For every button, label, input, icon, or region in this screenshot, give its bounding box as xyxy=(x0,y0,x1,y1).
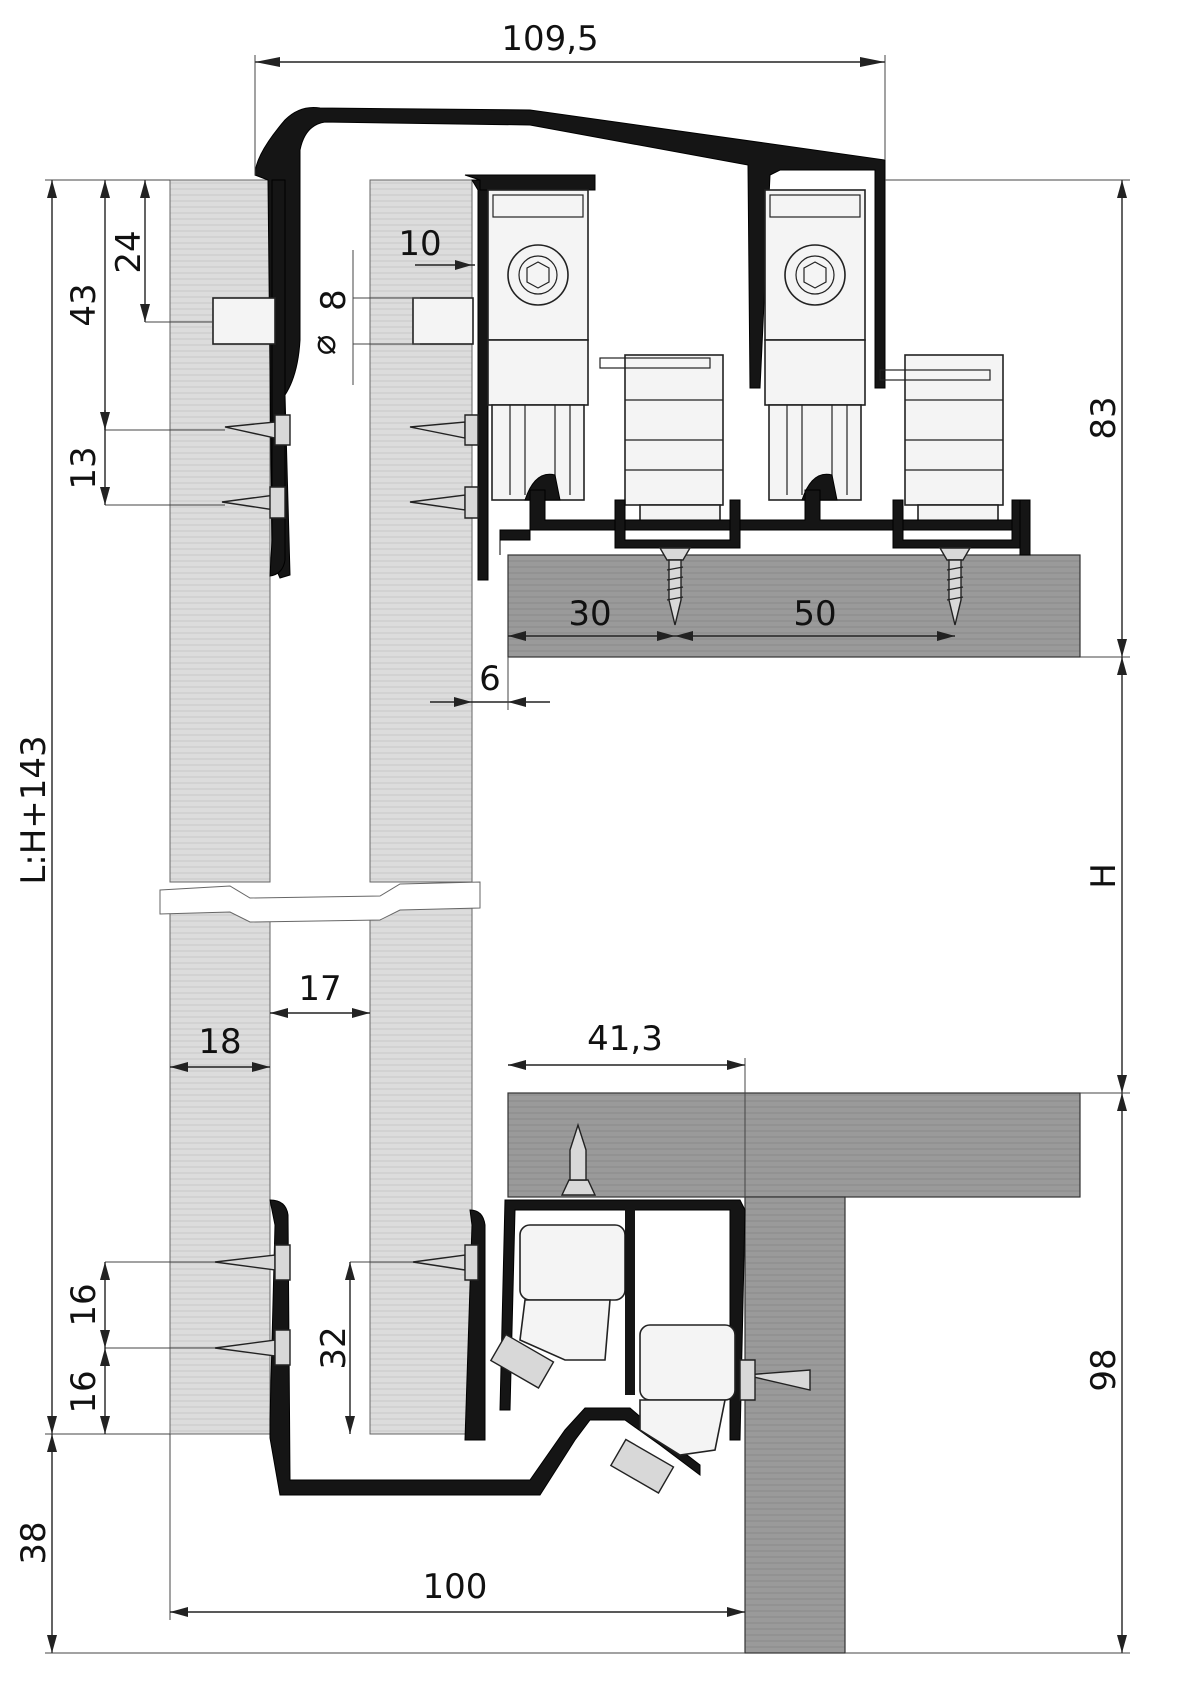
outer-door-panel xyxy=(169,179,271,1435)
dim-41-3-label: 41,3 xyxy=(587,1019,663,1059)
dim-30-label: 30 xyxy=(568,594,611,634)
bottom-guide-roller-left xyxy=(489,1224,626,1389)
inner-door-screw-top-2 xyxy=(409,486,479,519)
dim-18-label: 18 xyxy=(198,1022,241,1062)
dim-H: H xyxy=(1084,657,1127,1093)
dim-16-lower-label: 16 xyxy=(64,1370,104,1413)
bottom-guide-roller-right xyxy=(609,1324,736,1494)
dim-10: 10 xyxy=(398,224,475,270)
dim-length: L:H+143 xyxy=(14,179,170,1435)
dim-18: 18 xyxy=(170,1022,270,1072)
outer-door-screw-bottom-1 xyxy=(214,1244,291,1281)
right-door-top-cap xyxy=(464,174,596,191)
dim-83-label: 83 xyxy=(1084,396,1124,439)
dim-length-label: L:H+143 xyxy=(14,735,54,884)
dim-17: 17 xyxy=(270,969,370,1018)
dim-top-width: 109,5 xyxy=(254,19,886,175)
dim-8: 8 ⌀ xyxy=(304,250,420,385)
dim-98: 98 xyxy=(845,1092,1130,1654)
dim-6-label: 6 xyxy=(479,659,501,699)
roller-carriage-right xyxy=(764,189,866,501)
dim-17-label: 17 xyxy=(298,969,341,1009)
dim-100-label: 100 xyxy=(423,1567,488,1607)
dim-10-label: 10 xyxy=(398,224,441,264)
outer-door-screw-top-1 xyxy=(224,414,291,446)
dim-6: 6 xyxy=(430,657,550,710)
inner-door-screw-top-1 xyxy=(409,414,479,446)
inner-door-panel xyxy=(369,179,473,1435)
track-stopper-left xyxy=(599,354,724,526)
outer-door-screw-bottom-2 xyxy=(214,1329,291,1366)
side-panel-board xyxy=(744,1196,846,1654)
dim-left-top: 24 43 13 xyxy=(64,180,225,506)
bottom-inner-bracket xyxy=(464,1209,486,1441)
inner-door-pin xyxy=(412,297,474,345)
dim-38-label: 38 xyxy=(14,1521,54,1564)
dim-30-50: 30 50 xyxy=(508,594,955,641)
dim-8-label: 8 xyxy=(314,289,354,311)
right-door-bracket xyxy=(471,179,489,581)
track-stopper-right xyxy=(879,354,1004,526)
dim-32: 32 xyxy=(314,1261,413,1434)
top-board-screw-right xyxy=(938,547,972,626)
bottom-shelf-board xyxy=(507,1092,1081,1198)
dim-16-16: 16 16 xyxy=(64,1261,215,1434)
break-line xyxy=(159,881,481,923)
dim-16-upper-label: 16 xyxy=(64,1283,104,1326)
top-hanger-profile xyxy=(254,107,886,579)
dim-50-label: 50 xyxy=(793,594,836,634)
bottom-guide-profile xyxy=(269,1199,701,1496)
outer-door-screw-top-2 xyxy=(221,486,286,519)
diameter-symbol: ⌀ xyxy=(304,335,344,355)
top-track-channel xyxy=(614,499,741,549)
dim-top-width-label: 109,5 xyxy=(501,19,598,59)
top-track-channel-2 xyxy=(892,499,1021,549)
left-door-bracket xyxy=(269,179,286,577)
bottom-board-screw xyxy=(560,1122,597,1196)
dim-98-label: 98 xyxy=(1084,1348,1124,1391)
dim-24-label: 24 xyxy=(109,230,149,273)
roller-carriage-left xyxy=(487,189,589,501)
dim-H-label: H xyxy=(1084,863,1124,889)
top-track-rail xyxy=(499,489,1031,556)
side-board-screw xyxy=(739,1359,811,1401)
outer-door-pin xyxy=(212,297,276,345)
dim-38: 38 xyxy=(14,1434,745,1654)
bottom-carrier-divider xyxy=(625,1205,635,1395)
inner-door-screw-bottom xyxy=(412,1244,479,1281)
top-shelf-board xyxy=(507,554,1081,658)
bottom-carrier-frame xyxy=(499,1199,746,1441)
dim-13-label: 13 xyxy=(64,446,104,489)
dim-43-label: 43 xyxy=(64,283,104,326)
top-board-screw-left xyxy=(658,547,692,626)
dim-32-label: 32 xyxy=(314,1326,354,1369)
dim-100: 100 xyxy=(169,1434,745,1620)
dim-41-3: 41,3 xyxy=(508,1019,746,1197)
